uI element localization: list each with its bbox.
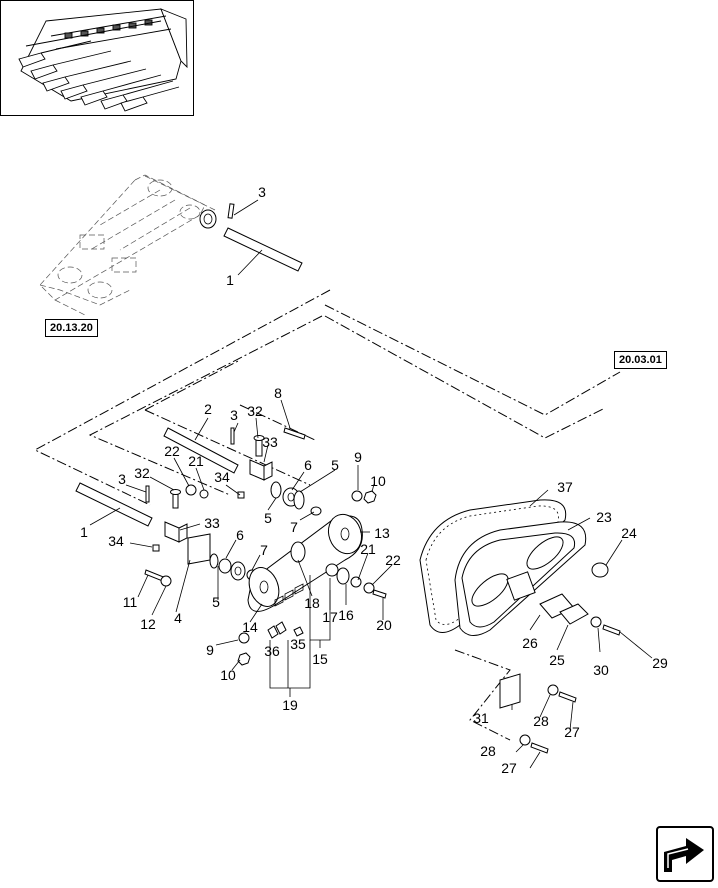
callout-label-31: 31 <box>473 710 489 726</box>
header-thumbnail <box>0 0 194 116</box>
callout-label-16: 16 <box>338 607 354 623</box>
callout-label-27: 27 <box>501 760 517 776</box>
callout-label-17: 17 <box>322 609 338 625</box>
callout-label-25: 25 <box>549 652 565 668</box>
callout-label-32: 32 <box>247 403 263 419</box>
callout-label-12: 12 <box>140 616 156 632</box>
callout-label-28: 28 <box>533 713 549 729</box>
callout-label-7: 7 <box>290 519 298 535</box>
callout-label-37: 37 <box>557 479 573 495</box>
callout-label-20: 20 <box>376 617 392 633</box>
callout-label-21: 21 <box>188 453 204 469</box>
callout-label-19: 19 <box>282 697 298 713</box>
callout-label-2: 2 <box>204 401 212 417</box>
callout-label-3: 3 <box>230 407 238 423</box>
callout-label-27: 27 <box>564 724 580 740</box>
callout-label-14: 14 <box>242 619 258 635</box>
callout-label-23: 23 <box>596 509 612 525</box>
chaincase <box>419 499 587 636</box>
chain-drive <box>247 513 363 612</box>
next-page-arrow-icon <box>664 838 704 872</box>
callout-label-9: 9 <box>354 449 362 465</box>
corn-header-icon <box>18 8 188 112</box>
callout-label-1: 1 <box>226 272 234 288</box>
reference-box-left[interactable]: 20.13.20 <box>45 319 98 337</box>
callout-label-7: 7 <box>260 542 268 558</box>
callout-label-3: 3 <box>258 184 266 200</box>
next-page-button[interactable] <box>656 826 714 882</box>
callout-label-10: 10 <box>220 667 236 683</box>
callout-label-13: 13 <box>374 525 390 541</box>
callout-label-5: 5 <box>264 510 272 526</box>
callout-label-5: 5 <box>331 457 339 473</box>
callout-label-11: 11 <box>123 594 138 610</box>
callout-label-10: 10 <box>370 473 386 489</box>
callout-label-34: 34 <box>214 469 230 485</box>
callout-label-28: 28 <box>480 743 496 759</box>
callout-label-22: 22 <box>164 443 180 459</box>
callout-label-9: 9 <box>206 642 214 658</box>
callout-label-22: 22 <box>385 552 401 568</box>
ghost-header-view <box>39 174 216 316</box>
callout-label-18: 18 <box>304 595 320 611</box>
callout-label-29: 29 <box>652 655 668 671</box>
callout-label-5: 5 <box>212 594 220 610</box>
reference-box-right[interactable]: 20.03.01 <box>614 351 667 369</box>
callout-label-4: 4 <box>174 610 182 626</box>
callout-label-21: 21 <box>360 541 376 557</box>
callout-label-6: 6 <box>304 457 312 473</box>
callout-label-35: 35 <box>290 636 306 652</box>
callout-label-6: 6 <box>236 527 244 543</box>
callout-label-24: 24 <box>621 525 637 541</box>
callout-label-32: 32 <box>134 465 150 481</box>
callout-label-36: 36 <box>264 643 280 659</box>
callout-label-33: 33 <box>204 515 220 531</box>
upper-shaft <box>223 203 303 272</box>
callout-label-15: 15 <box>312 651 328 667</box>
callout-label-3: 3 <box>118 471 126 487</box>
callout-label-34: 34 <box>108 533 124 549</box>
callout-label-26: 26 <box>522 635 538 651</box>
callout-label-30: 30 <box>593 662 609 678</box>
callout-label-1: 1 <box>80 524 88 540</box>
callout-label-8: 8 <box>274 385 282 401</box>
callout-label-33: 33 <box>262 434 278 450</box>
